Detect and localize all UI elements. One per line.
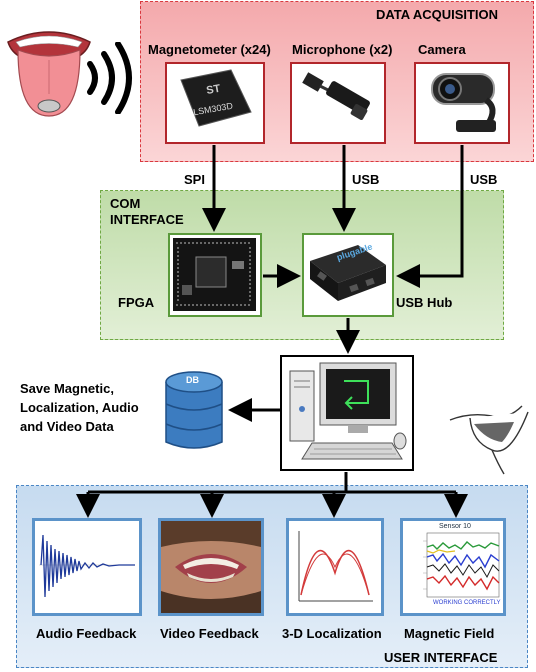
usb-hub-label: USB Hub bbox=[396, 295, 453, 310]
magnetic-field-status: WORKING CORRECTLY bbox=[433, 600, 501, 606]
video-feedback-label: Video Feedback bbox=[160, 626, 259, 641]
usb-cam-link-label: USB bbox=[470, 172, 498, 187]
video-feedback-panel bbox=[158, 518, 264, 616]
localization-label: 3-D Localization bbox=[282, 626, 382, 641]
wireless-signal-icon bbox=[80, 42, 136, 114]
svg-text:ST: ST bbox=[205, 83, 221, 97]
magnetometer-label: Magnetometer (x24) bbox=[148, 42, 271, 57]
camera-label: Camera bbox=[418, 42, 466, 57]
usb-mic-link-label: USB bbox=[352, 172, 380, 187]
audio-feedback-label: Audio Feedback bbox=[36, 626, 137, 641]
usb-hub-box: plugable bbox=[302, 233, 394, 317]
tongue-icon bbox=[4, 20, 94, 120]
magnetometer-box: ST LSM303D bbox=[165, 62, 265, 144]
storage-label-line2: Localization, Audio bbox=[20, 400, 139, 415]
audio-feedback-panel bbox=[32, 518, 142, 616]
magnetic-field-plot-title: Sensor 10 bbox=[439, 523, 471, 530]
database-icon: DB bbox=[162, 368, 226, 456]
localization-panel bbox=[286, 518, 384, 616]
storage-label-line3: and Video Data bbox=[20, 419, 114, 434]
fpga-box bbox=[168, 233, 262, 317]
face-sketch-icon bbox=[446, 402, 532, 476]
camera-box bbox=[414, 62, 510, 144]
user-interface-title: USER INTERFACE bbox=[384, 650, 498, 665]
magnetic-field-panel: Sensor 10 WORKING CORRECTLY bbox=[400, 518, 506, 616]
fpga-label: FPGA bbox=[118, 295, 155, 310]
com-interface-title-line2: INTERFACE bbox=[110, 212, 184, 227]
com-interface-title-line1: COM bbox=[110, 196, 141, 211]
database-text: DB bbox=[186, 375, 199, 385]
microphone-box bbox=[290, 62, 386, 144]
spi-link-label: SPI bbox=[184, 172, 205, 187]
computer-box bbox=[280, 355, 414, 471]
magnetic-field-label: Magnetic Field bbox=[404, 626, 495, 641]
microphone-label: Microphone (x2) bbox=[292, 42, 393, 57]
storage-label-line1: Save Magnetic, bbox=[20, 381, 114, 396]
data-acquisition-title: DATA ACQUISITION bbox=[376, 7, 499, 22]
